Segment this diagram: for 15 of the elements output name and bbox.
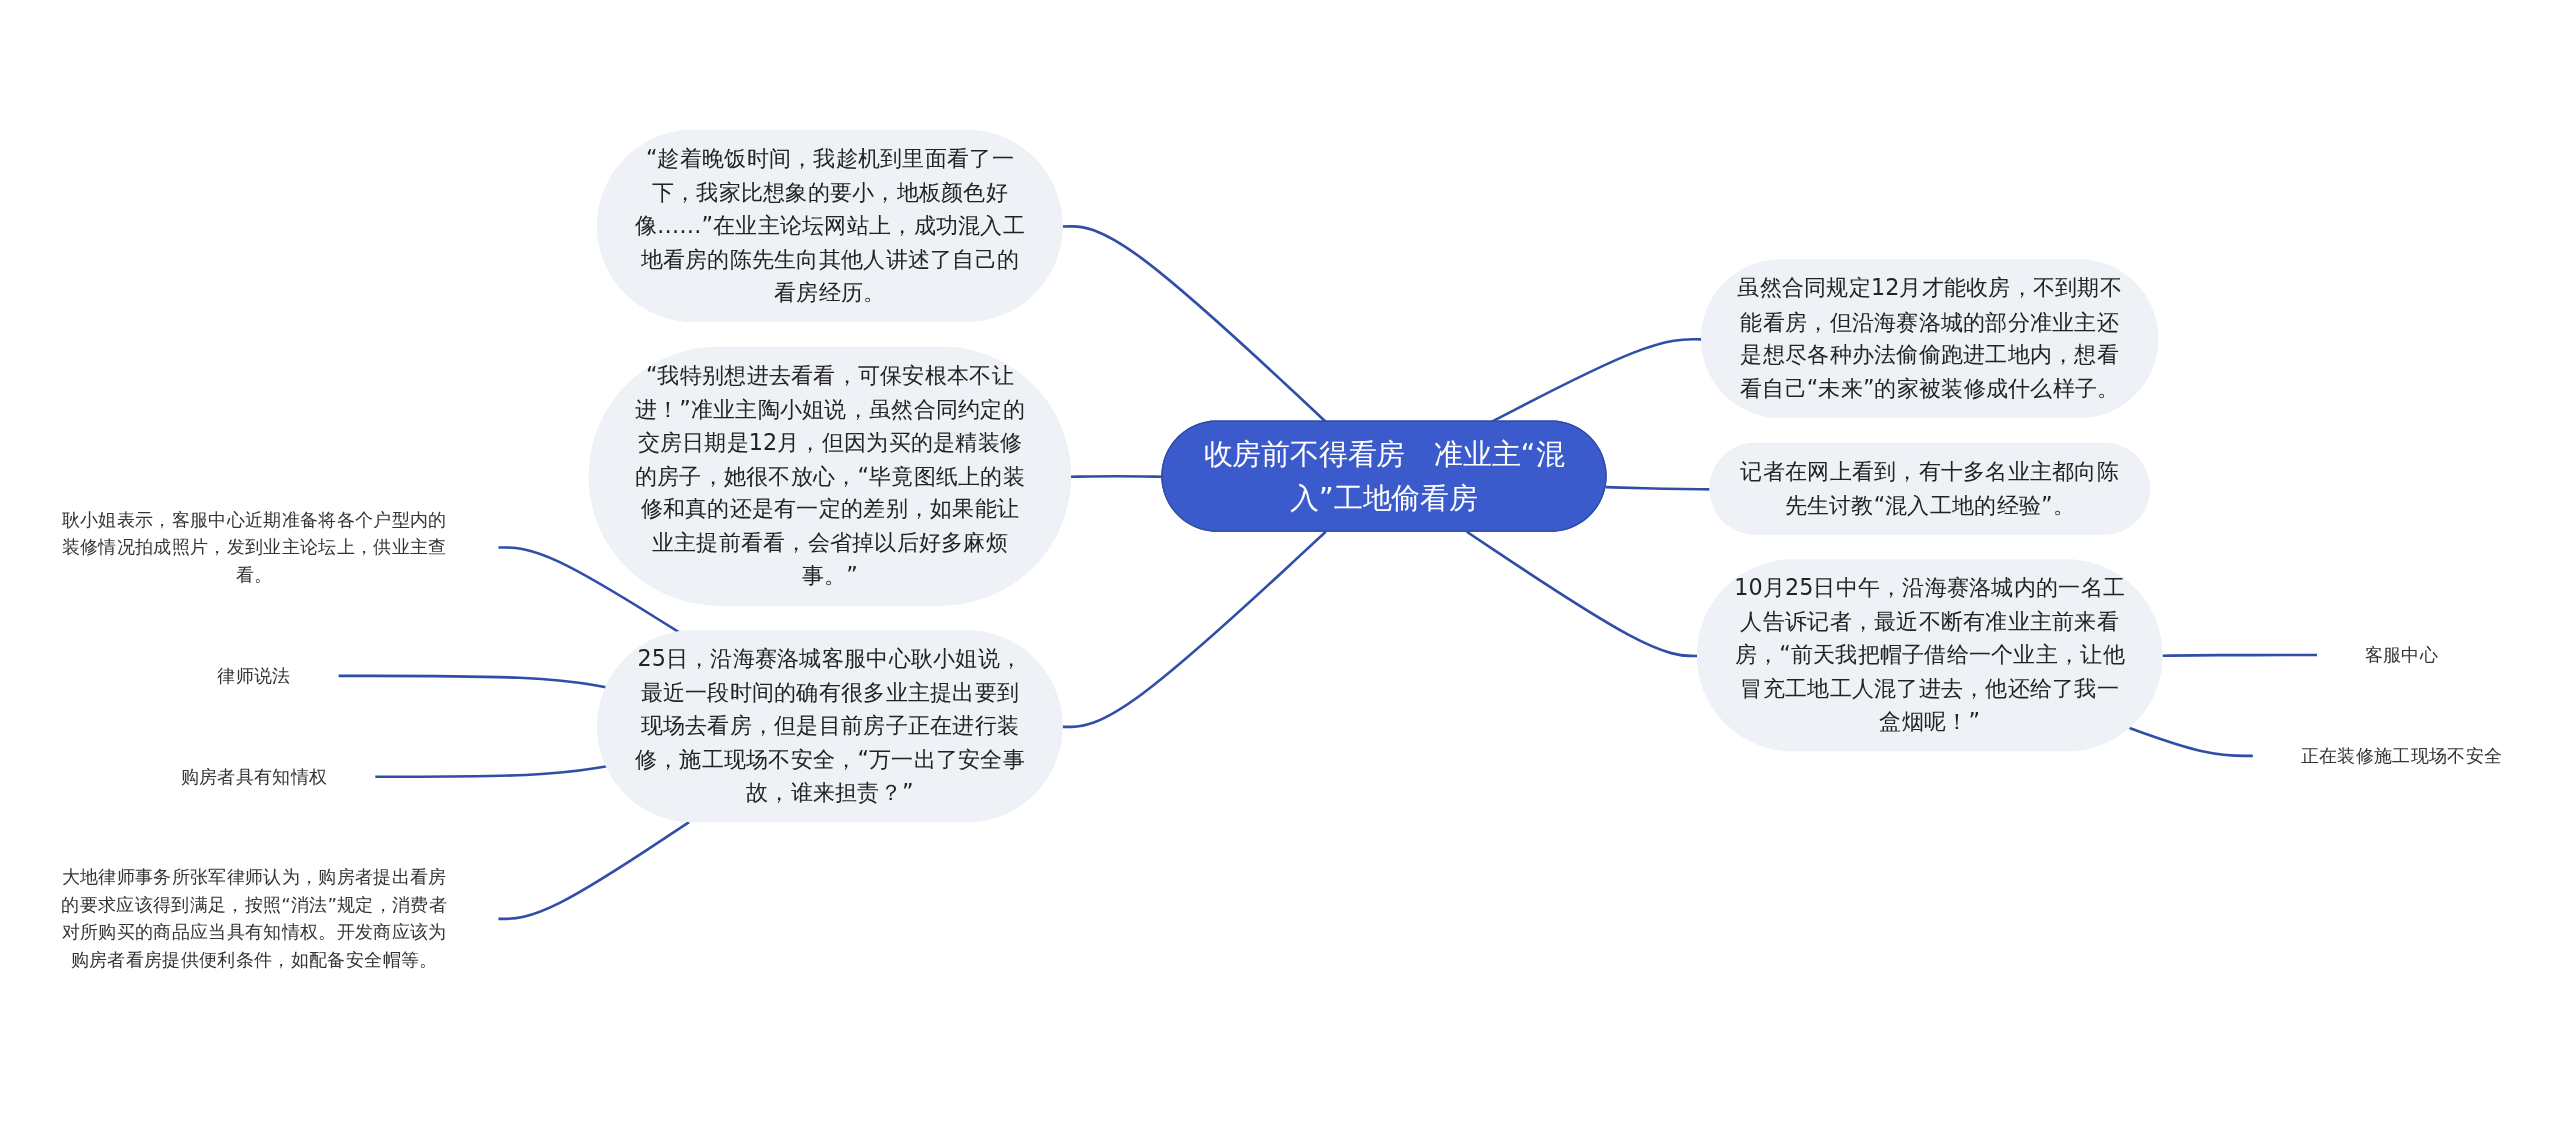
connector xyxy=(1605,485,1711,491)
node-text: 客服中心 xyxy=(2364,643,2439,665)
node-text: 购房者具有知情权 xyxy=(180,765,328,787)
node-text: 大地律师事务所张军律师认为，购房者提出看房的要求应该得到满足，按照“消法”规定，消费者对所购买的商品应当具有知情权。开发商应该为购房者看房提供便利条件，如配备安全帽等。 xyxy=(61,866,448,970)
connector xyxy=(2129,726,2254,758)
connector xyxy=(1062,530,1327,729)
connector xyxy=(2162,653,2318,658)
connector xyxy=(337,674,608,689)
node-text: 耿小姐表示，客服中心近期准备将各个户型内的装修情况拍成照片，发到业主论坛上，供业主查看。 xyxy=(61,508,447,585)
node-text: 律师说法 xyxy=(217,664,291,686)
connector xyxy=(497,546,681,634)
connector xyxy=(1062,225,1327,423)
node-text: 正在装修施工现场不安全 xyxy=(2300,744,2503,766)
connector xyxy=(374,765,608,778)
connector xyxy=(497,820,690,921)
